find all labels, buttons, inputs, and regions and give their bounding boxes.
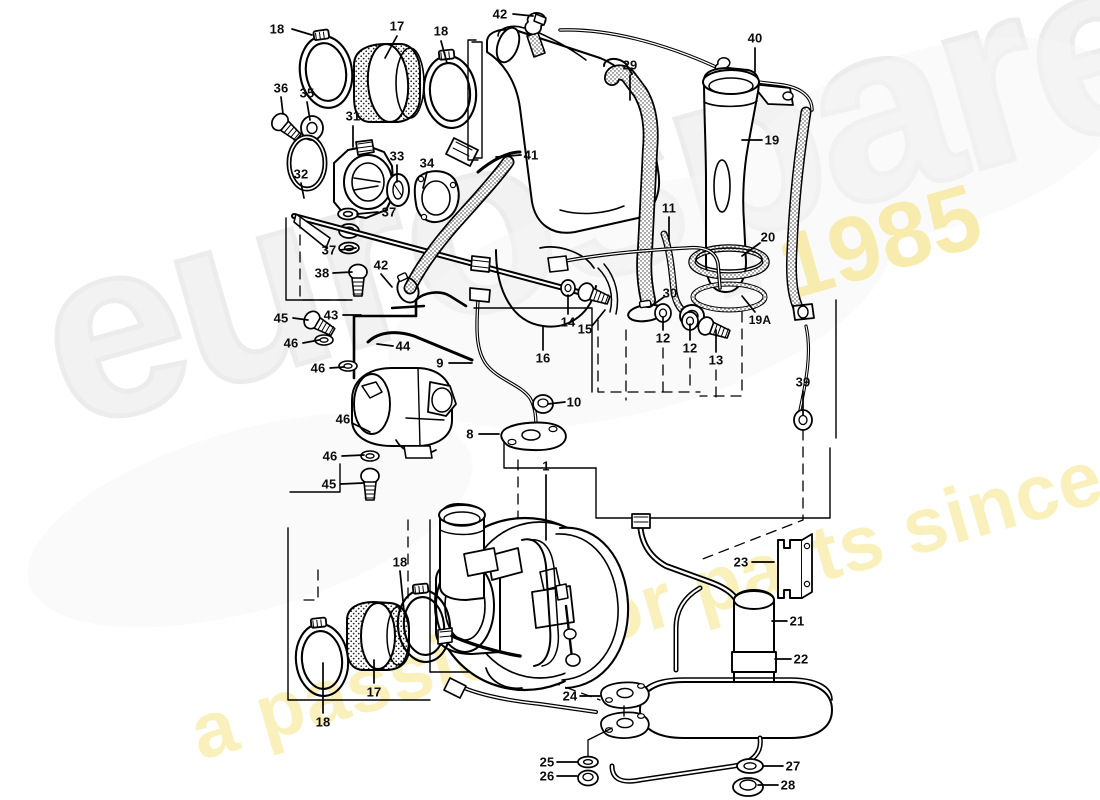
part-41-hose [403, 137, 515, 295]
part-15-arc-detail [597, 267, 613, 313]
part-19-boot [702, 67, 760, 293]
callout-label-33: 33 [389, 148, 405, 164]
callout-label-43: 43 [323, 307, 339, 323]
part-28-nut [732, 777, 764, 797]
callout-label-45: 45 [273, 310, 289, 326]
grouping-bracket-top [469, 41, 483, 159]
callout-label-18: 18 [269, 21, 285, 37]
callout-label-24: 24 [562, 688, 578, 704]
callout-label-19A: 19A [748, 313, 772, 327]
part-31-pump-body [333, 139, 395, 219]
part-11-pipe [547, 245, 722, 290]
callout-label-41: 41 [523, 147, 539, 163]
callout-label-18: 18 [433, 23, 449, 39]
callout-label-14: 14 [560, 314, 576, 330]
callout-label-46: 46 [322, 448, 338, 464]
callout-label-9: 9 [436, 355, 444, 371]
callout-label-46: 46 [310, 360, 326, 376]
callout-label-26: 26 [539, 768, 555, 784]
part-25-washer [577, 755, 599, 769]
callout-label-42: 42 [373, 257, 389, 273]
callout-label-30: 30 [662, 285, 678, 301]
callout-label-19: 19 [764, 132, 780, 148]
part-actuator-assembly [351, 367, 457, 459]
part-14-washer [560, 279, 576, 297]
callout-label-17: 17 [389, 18, 405, 34]
callout-label-12: 12 [655, 330, 671, 346]
part-8-flange [500, 421, 567, 452]
callout-label-25: 25 [539, 754, 555, 770]
part-17-sleeve-top [353, 43, 425, 123]
callout-label-32: 32 [293, 166, 309, 182]
callout-label-17: 17 [366, 684, 382, 700]
callout-label-18: 18 [315, 714, 331, 730]
part-23-bracket [777, 533, 813, 599]
part-19A-oring [690, 281, 768, 313]
callout-label-46: 46 [283, 335, 299, 351]
callout-label-35: 35 [299, 85, 315, 101]
callout-label-39: 39 [795, 374, 811, 390]
part-turbo-oil-drain-line [443, 677, 598, 714]
callout-label-23: 23 [733, 554, 749, 570]
callout-label-8: 8 [466, 426, 474, 442]
callout-label-40: 40 [747, 30, 763, 46]
callout-label-46: 46 [335, 411, 351, 427]
part-42-clamp-top [524, 12, 547, 58]
callout-label-18: 18 [392, 554, 408, 570]
callout-label-28: 28 [780, 777, 796, 793]
part-42-clamp-lower [396, 272, 420, 304]
callout-label-31: 31 [345, 108, 361, 124]
callout-label-38: 38 [314, 265, 330, 281]
callout-label-20: 20 [760, 229, 776, 245]
part-29-hose [603, 58, 659, 308]
part-10-nut [532, 394, 554, 414]
part-2526-bracket-leader [587, 727, 613, 761]
callout-label-42: 42 [492, 6, 508, 22]
callout-label-29: 29 [622, 57, 638, 73]
callout-label-34: 34 [419, 155, 435, 171]
part-20-ring [688, 244, 770, 280]
callout-label-16: 16 [535, 350, 551, 366]
callout-label-37: 37 [381, 204, 397, 220]
part-24-gasket-upper [600, 681, 650, 709]
part-braided-hose-right [786, 106, 815, 321]
callout-label-27: 27 [785, 758, 801, 774]
part-32-seal-ring [286, 134, 328, 192]
part-turbo-feed-stub [437, 627, 522, 658]
callout-label-11: 11 [661, 200, 677, 216]
callout-label-36: 36 [273, 80, 289, 96]
callout-label-10: 10 [566, 394, 582, 410]
callout-label-15: 15 [577, 321, 593, 337]
callout-label-21: 21 [789, 613, 805, 629]
part-17-sleeve-bottom [346, 601, 410, 671]
callout-label-45: 45 [321, 476, 337, 492]
part-26-nut [577, 769, 599, 787]
assembly-frames [285, 39, 837, 701]
part-15-arc-detail-2 [603, 263, 619, 315]
callout-label-22: 22 [793, 651, 809, 667]
callout-label-1: 1 [542, 458, 550, 474]
part-33-seal [386, 173, 410, 207]
callout-label-44: 44 [395, 338, 411, 354]
part-21-22-oil-line-vessel [609, 585, 833, 784]
callout-label-37: 37 [321, 242, 337, 258]
callout-label-12: 12 [682, 340, 698, 356]
callout-label-13: 13 [708, 352, 724, 368]
part-9-oil-line [469, 255, 538, 432]
